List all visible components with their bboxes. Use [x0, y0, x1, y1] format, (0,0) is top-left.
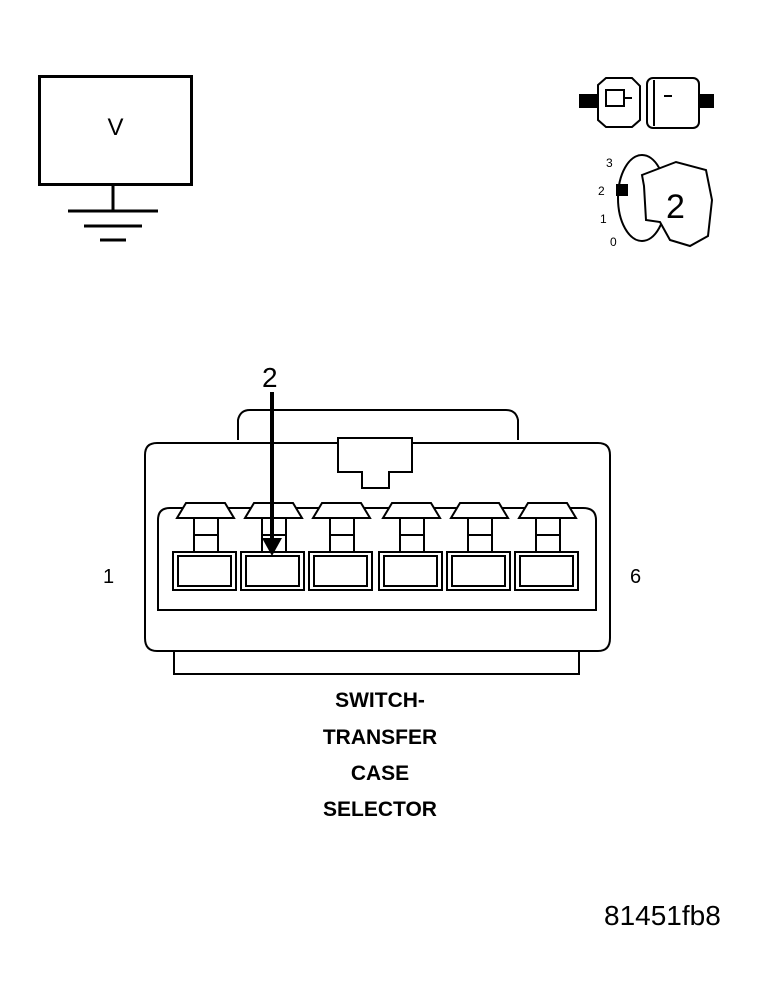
terminal-cavity-3: [308, 502, 373, 591]
caption-line-4: SELECTOR: [323, 798, 437, 821]
figure-id: 81451fb8: [604, 900, 721, 931]
key-position-label: 2: [666, 188, 685, 226]
terminal-cavity-5: [446, 502, 511, 591]
pin-last-label: 6: [630, 566, 642, 588]
caption-line-2: TRANSFER: [322, 726, 438, 749]
terminal-cavity-4: [378, 502, 443, 591]
terminal-cavity-6: [514, 502, 579, 591]
caption-line-3: CASE: [350, 762, 410, 785]
ground-icon: [68, 183, 158, 242]
dial-mark-0: 0: [610, 235, 617, 249]
voltmeter-box: [38, 75, 193, 186]
ignition-key-icon: [616, 154, 714, 248]
probe-pin-label: 2: [262, 362, 278, 393]
voltmeter-label: V: [107, 114, 124, 141]
probe-arrow-icon: [262, 392, 282, 556]
dial-mark-1: 1: [600, 212, 607, 226]
caption-line-1: SWITCH-: [335, 689, 425, 712]
dial-mark-3: 3: [606, 156, 613, 170]
pin-first-label: 1: [103, 566, 115, 588]
terminal-cavity-1: [172, 502, 237, 591]
dial-mark-2: 2: [598, 184, 605, 198]
terminal-cavities: [172, 502, 579, 591]
ignition-switch-icon: [579, 77, 714, 129]
